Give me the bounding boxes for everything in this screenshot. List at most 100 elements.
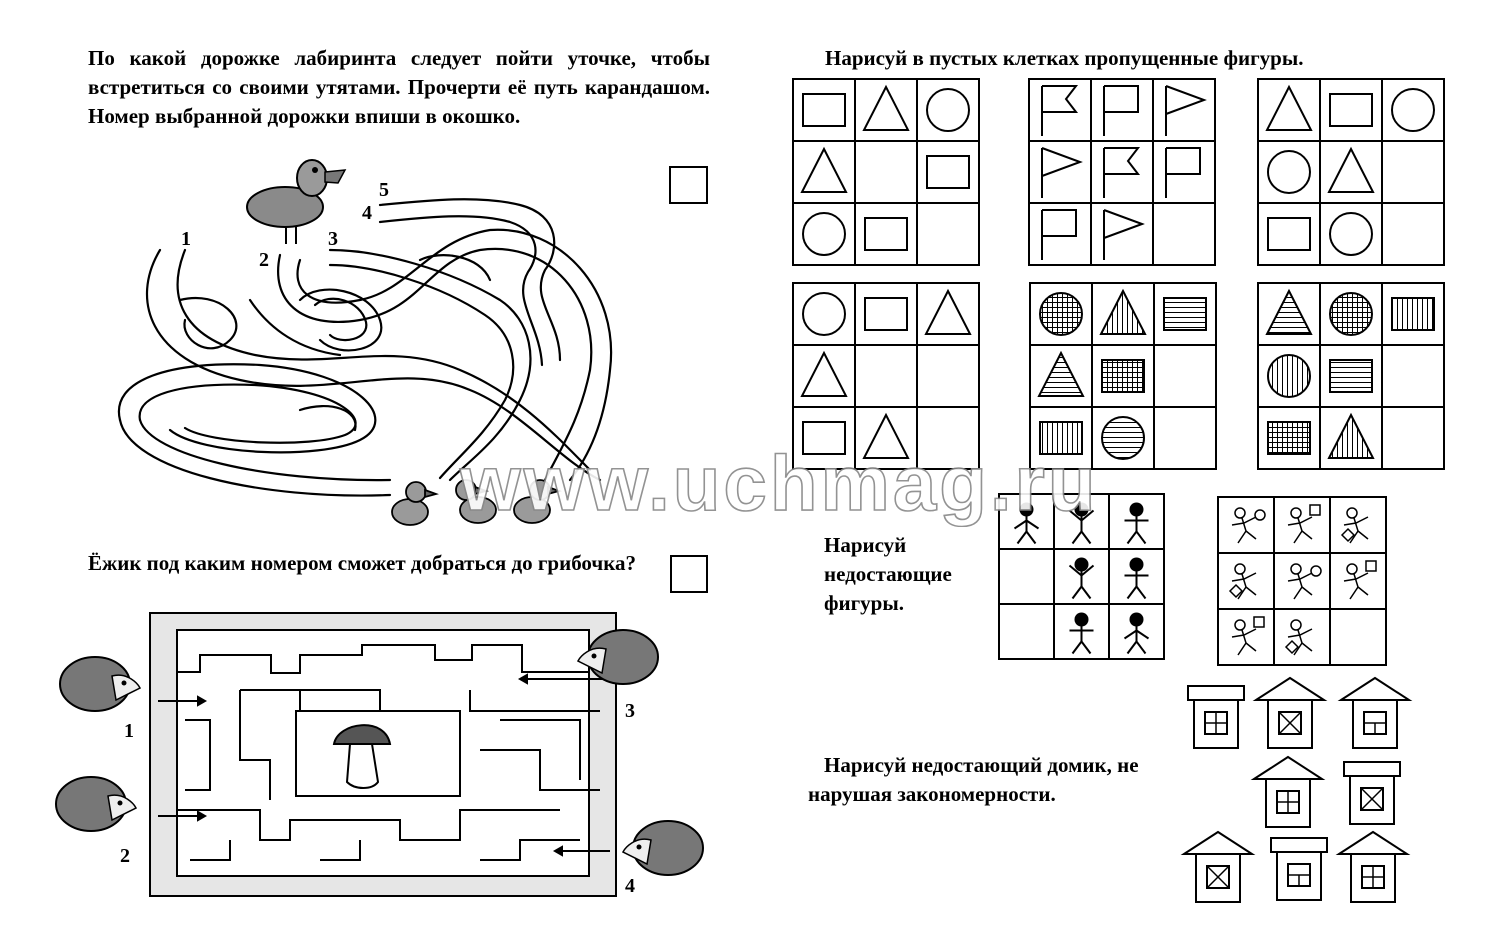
- triangle-vertical-icon: [1327, 412, 1375, 459]
- path-number-2: 2: [259, 249, 269, 271]
- figure-grid-1: [998, 493, 1165, 660]
- runner-square-icon: [1231, 616, 1265, 656]
- house-5: [1343, 761, 1401, 825]
- triangle-icon: [924, 288, 972, 335]
- figures-task-text: Нарисуй недостающие фигуры.: [824, 533, 952, 615]
- shape-grid-3: [1257, 78, 1445, 266]
- circle-icon: [1329, 212, 1373, 256]
- hedgehog-icon-4: [621, 820, 704, 876]
- flag-pennant-icon: [1103, 209, 1145, 260]
- square-icon: [802, 93, 846, 127]
- hedgehog-number-4: 4: [625, 875, 635, 897]
- shape-grid-5: [1029, 282, 1217, 470]
- stick-level-icon: [1069, 612, 1094, 655]
- circle-icon: [802, 212, 846, 256]
- flag-square-icon: [1103, 85, 1139, 136]
- stick-level-icon: [1124, 502, 1149, 545]
- mushroom-icon: [332, 724, 392, 789]
- house-2: [1252, 676, 1328, 749]
- flag-square-icon: [1041, 209, 1077, 260]
- house-7: [1270, 837, 1328, 901]
- square-icon: [1267, 217, 1311, 251]
- shape-grid-2: [1028, 78, 1216, 266]
- circle-icon: [802, 292, 846, 336]
- square-icon: [864, 297, 908, 331]
- triangle-icon: [800, 146, 848, 193]
- triangle-icon: [1327, 146, 1375, 193]
- flag-pennant-icon: [1041, 147, 1083, 198]
- path-number-4: 4: [362, 202, 372, 224]
- circle-vertical-icon: [1267, 354, 1311, 398]
- square-grid-icon: [1101, 359, 1145, 393]
- hedgehog-number-2: 2: [120, 845, 130, 867]
- runner-diamond-icon: [1228, 563, 1257, 600]
- triangle-vertical-icon: [1099, 288, 1147, 335]
- circle-grid-icon: [1329, 292, 1373, 336]
- circle-icon: [1391, 88, 1435, 132]
- square-icon: [926, 155, 970, 189]
- triangle-icon: [862, 84, 910, 131]
- stick-down-icon: [1013, 502, 1040, 545]
- circle-icon: [1267, 150, 1311, 194]
- circle-icon: [926, 88, 970, 132]
- square-horizontal-icon: [1329, 359, 1373, 393]
- triangle-icon: [1265, 84, 1313, 131]
- ducklings: [391, 479, 562, 526]
- path-number-3: 3: [328, 228, 338, 250]
- circle-grid-icon: [1039, 292, 1083, 336]
- triangle-icon: [800, 350, 848, 397]
- square-horizontal-icon: [1163, 297, 1207, 331]
- duck-icon: [246, 159, 347, 244]
- flag-notch-icon: [1103, 147, 1141, 198]
- square-icon: [864, 217, 908, 251]
- runner-circle-icon: [1231, 507, 1266, 544]
- runner-diamond-icon: [1284, 619, 1313, 656]
- houses-task-text: Нарисуй недостающий домик, не нарушая за…: [808, 753, 1139, 806]
- square-grid-icon: [1267, 421, 1311, 455]
- flag-notch-icon: [1041, 85, 1079, 136]
- stick-up-icon: [1068, 557, 1095, 600]
- stick-down-icon: [1123, 612, 1150, 655]
- triangle-horizontal-icon: [1037, 350, 1085, 397]
- figure-grid-2: [1217, 496, 1387, 666]
- hedgehog-task-text: Ёжик под каким номером сможет добраться …: [88, 551, 637, 575]
- hedgehog-icon-2: [55, 776, 138, 832]
- house-3: [1337, 676, 1413, 749]
- hedgehog-answer-box[interactable]: [670, 555, 708, 593]
- triangle-icon: [862, 412, 910, 459]
- duck-answer-box[interactable]: [669, 166, 708, 204]
- stick-level-icon: [1124, 557, 1149, 600]
- hedgehog-number-1: 1: [124, 720, 134, 742]
- house-8: [1335, 830, 1411, 903]
- shape-grid-6: [1257, 282, 1445, 470]
- stick-up-icon: [1068, 502, 1095, 545]
- flag-pennant-icon: [1165, 85, 1207, 136]
- shape-grid-1: [792, 78, 980, 266]
- hedgehog-number-3: 3: [625, 700, 635, 722]
- house-6: [1180, 830, 1256, 903]
- flag-square-icon: [1165, 147, 1201, 198]
- square-vertical-icon: [1391, 297, 1435, 331]
- runner-circle-icon: [1287, 563, 1322, 600]
- duck-task-text: По какой дорожке лабиринта следует пойти…: [88, 46, 710, 128]
- hedgehog-icon-3: [576, 629, 659, 685]
- square-icon: [1329, 93, 1373, 127]
- watermark: www.uchmag.ru: [459, 438, 1099, 528]
- hedgehog-icon-1: [59, 656, 142, 712]
- runner-square-icon: [1343, 560, 1377, 600]
- circle-horizontal-icon: [1101, 416, 1145, 460]
- triangle-horizontal-icon: [1265, 288, 1313, 335]
- runner-square-icon: [1287, 504, 1321, 544]
- square-vertical-icon: [1039, 421, 1083, 455]
- path-number-5: 5: [379, 179, 389, 201]
- path-number-1: 1: [181, 228, 191, 250]
- square-icon: [802, 421, 846, 455]
- runner-diamond-icon: [1340, 507, 1369, 544]
- house-4: [1250, 755, 1326, 828]
- house-1: [1187, 685, 1245, 749]
- shapes-task-text: Нарисуй в пустых клетках пропущенные фиг…: [825, 46, 1304, 70]
